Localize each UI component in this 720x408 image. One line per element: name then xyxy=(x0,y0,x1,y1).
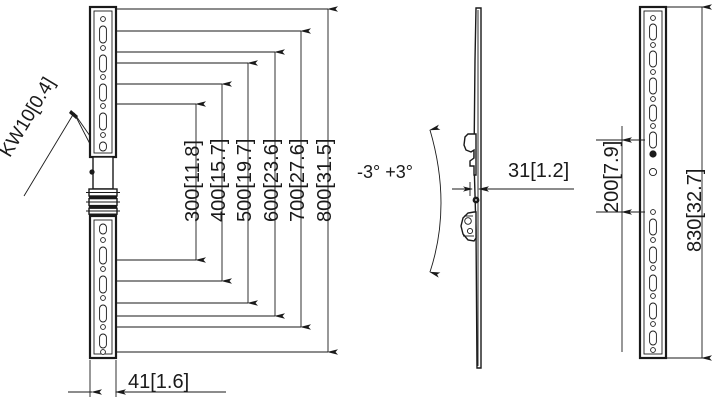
front-rail-upper-holes xyxy=(99,16,107,152)
rear-height-dimension xyxy=(666,4,712,361)
dimension-500: 500[19.7] xyxy=(234,138,256,222)
dimension-400: 400[15.7] xyxy=(208,138,230,222)
tilt-range-label: -3° +3° xyxy=(357,162,413,182)
dimension-700: 700[27.6] xyxy=(287,138,309,222)
front-clamp-block xyxy=(86,188,120,217)
rear-inner-dimension xyxy=(596,126,645,352)
front-rail-lower-holes xyxy=(99,223,107,355)
dimension-800: 800[31.5] xyxy=(314,138,336,222)
dimension-600: 600[23.6] xyxy=(261,138,283,222)
rear-rail-holes xyxy=(648,15,658,353)
dimension-300: 300[11.8] xyxy=(182,140,204,222)
bolt-callout-leader xyxy=(23,110,91,197)
rear-view-geometry xyxy=(638,5,668,360)
front-view-geometry xyxy=(86,5,120,360)
side-view-geometry xyxy=(460,7,482,369)
tilt-arc-arrow xyxy=(429,124,442,278)
front-dimension-lines xyxy=(116,6,338,355)
dimension-200: 200[7.9] xyxy=(601,140,623,213)
dimension-830: 830[32.7] xyxy=(684,168,706,252)
dimension-41: 41[1.6] xyxy=(128,371,190,393)
front-width-dimension xyxy=(68,360,226,397)
dimension-31: 31[1.2] xyxy=(508,160,570,182)
side-depth-dimension xyxy=(452,182,574,196)
